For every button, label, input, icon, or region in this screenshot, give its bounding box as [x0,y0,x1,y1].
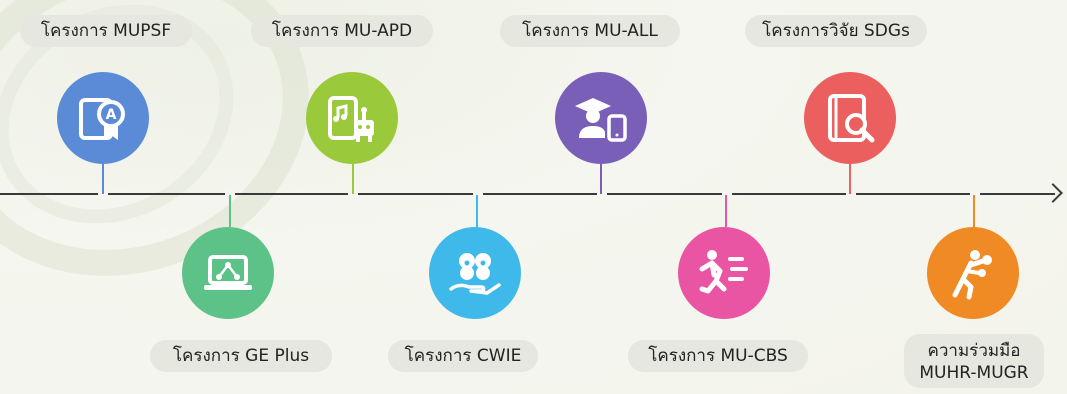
boxing-person-icon [952,250,992,300]
label-mu-apd: โครงการ MU-APD [251,15,433,47]
node-cwie [429,227,521,319]
svg-text:A: A [106,107,117,123]
label-muhr-mugr-line2: MUHR-MUGR [919,363,1029,383]
graduate-phone-icon [575,98,627,142]
certificate-tablet-icon: A [79,98,125,140]
label-muhr-mugr: ความร่วมมือ MUHR-MUGR [904,334,1044,388]
timeline-arrow-icon [1043,183,1063,203]
label-muhr-mugr-line1: ความร่วมมือ [927,341,1021,361]
label-ge-plus: โครงการ GE Plus [150,340,332,372]
music-robot-icon [328,96,374,142]
node-ge-plus [182,227,274,319]
label-cwie: โครงการ CWIE [388,340,538,372]
node-mu-cbs [678,227,770,319]
timeline-line [0,193,1055,195]
label-sdgs: โครงการวิจัย SDGs [745,15,927,47]
node-mu-apd [306,72,398,164]
node-muhr-mugr [927,227,1019,319]
label-mupsf: โครงการ MUPSF [20,15,192,47]
book-search-icon [828,94,875,143]
label-mu-cbs: โครงการ MU-CBS [628,340,808,372]
node-sdgs [804,72,896,164]
node-mupsf: A [57,72,149,164]
node-mu-all [555,72,647,164]
label-mu-all: โครงการ MU-ALL [500,15,680,47]
brain-hand-icon [449,253,501,295]
running-person-icon [699,250,748,294]
laptop-network-icon [204,255,252,290]
